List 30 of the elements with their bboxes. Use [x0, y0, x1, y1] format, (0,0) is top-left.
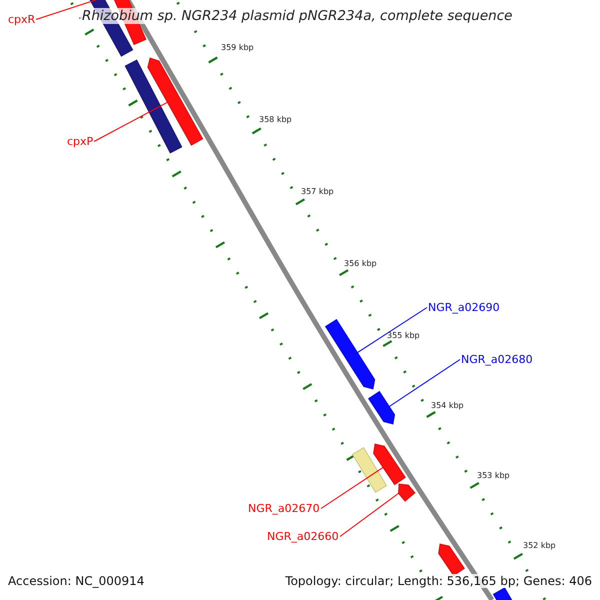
scale-label: 355 kbp: [387, 331, 420, 340]
gene-bar: [352, 447, 388, 493]
scale-label: 359 kbp: [221, 43, 254, 52]
leader-line: [320, 466, 384, 509]
gene-bar: [438, 544, 465, 576]
gene-bar: [373, 444, 406, 486]
scale-label: 357 kbp: [301, 187, 334, 196]
gene-bar: [147, 57, 204, 146]
scale-label: 356 kbp: [344, 259, 377, 268]
footer-text: Topology: circular; Length: 536,165 bp; Genes: 406: [283, 574, 594, 588]
leader-line: [340, 492, 399, 537]
leader-line: [388, 359, 460, 407]
gene-bar: [124, 59, 182, 154]
scale-label: 353 kbp: [477, 471, 510, 480]
gene-label: cpxR: [8, 13, 36, 26]
gene-label: cpxP: [67, 135, 94, 148]
footer-text: Accession: NC_000914: [6, 574, 146, 588]
gene-bar: [368, 390, 396, 424]
gene-label: NGR_a02680: [461, 353, 533, 366]
gene-bar: [398, 484, 416, 502]
gene-label: NGR_a02690: [428, 301, 500, 314]
leader-line: [94, 102, 168, 142]
leader-line: [357, 307, 428, 354]
scale-label: 358 kbp: [259, 115, 292, 124]
scale-label: 354 kbp: [431, 401, 464, 410]
gene-label: NGR_a02660: [267, 530, 339, 543]
gene-label: NGR_a02670: [248, 502, 320, 515]
scale-label: 352 kbp: [523, 541, 556, 550]
gene-bar: [324, 318, 376, 390]
map-title: Rhizobium sp. NGR234 plasmid pNGR234a, complete sequence: [80, 8, 514, 24]
